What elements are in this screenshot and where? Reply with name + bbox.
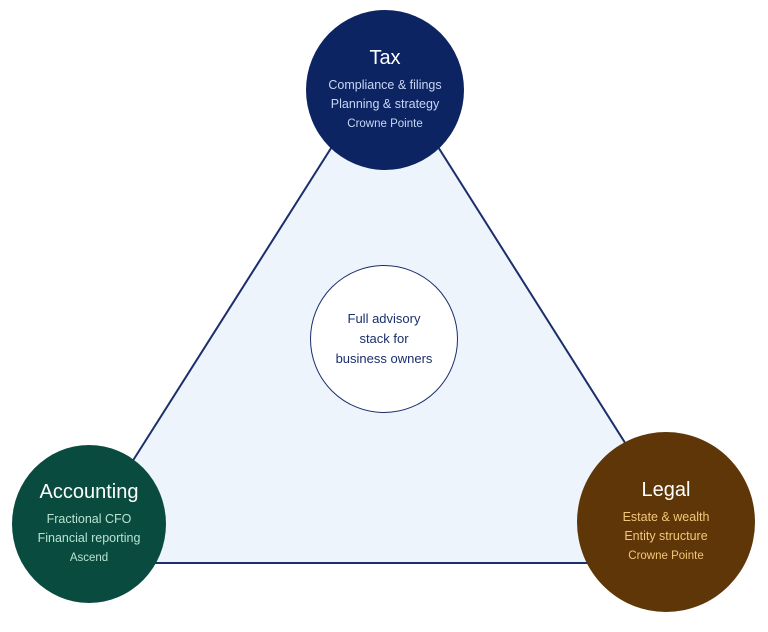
node-provider: Ascend: [69, 551, 109, 564]
node-provider: Crowne Pointe: [628, 549, 704, 562]
node-provider: Crowne Pointe: [347, 117, 423, 130]
center-line: stack for: [359, 331, 409, 346]
accounting-node: Accounting Fractional CFO Financial repo…: [12, 445, 166, 603]
node-title: Legal: [641, 478, 691, 501]
center-line: Full advisory: [347, 311, 421, 326]
legal-node: Legal Estate & wealth Entity structure C…: [577, 432, 755, 612]
tax-node: Tax Compliance & filings Planning & stra…: [306, 10, 464, 170]
center-line: business owners: [335, 351, 433, 366]
node-service: Fractional CFO: [46, 511, 132, 526]
node-service: Financial reporting: [37, 530, 141, 545]
node-title: Accounting: [39, 480, 139, 503]
node-service: Estate & wealth: [622, 509, 710, 524]
center-summary: Full advisory stack for business owners: [310, 265, 458, 413]
node-service: Entity structure: [624, 528, 708, 543]
node-service: Planning & strategy: [330, 96, 440, 111]
node-service: Compliance & filings: [328, 77, 442, 92]
node-title: Tax: [369, 46, 401, 69]
